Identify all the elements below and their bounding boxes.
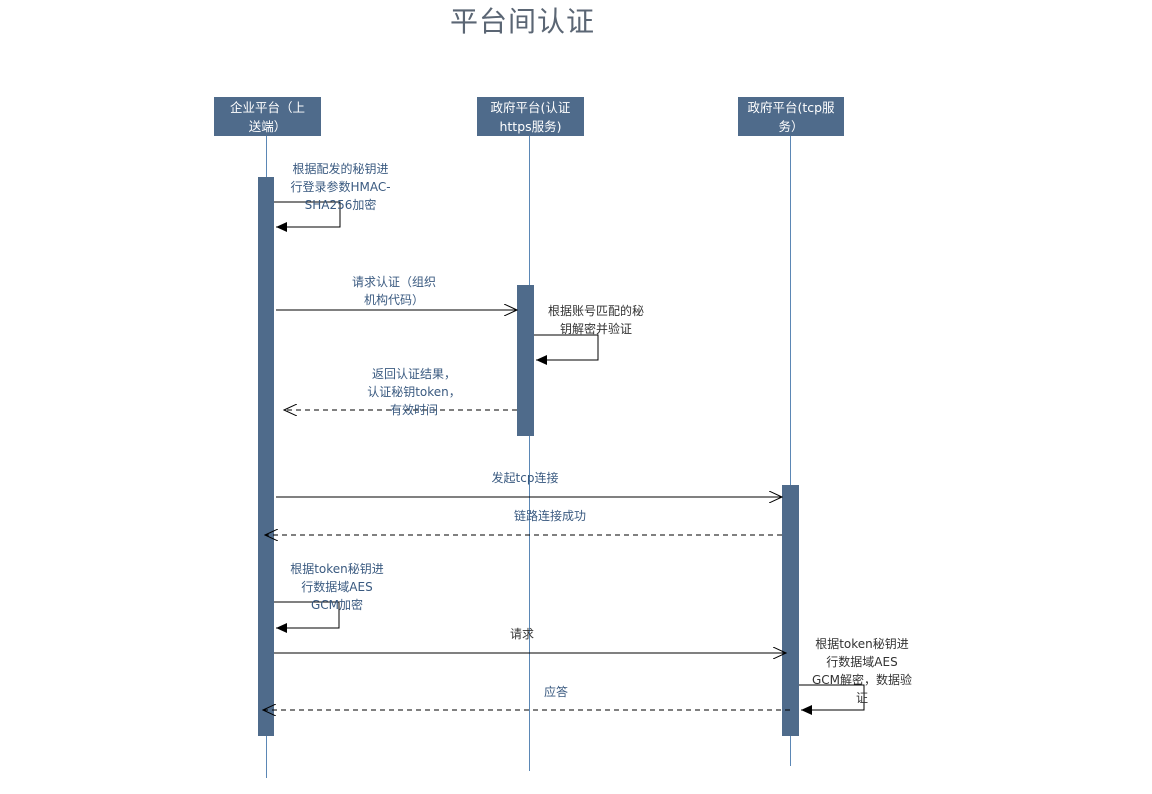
label-request: 请求 xyxy=(492,625,552,643)
activation-gov-auth xyxy=(517,285,534,436)
label-aes-decrypt-line-1: 根据token秘钥进 xyxy=(815,637,909,651)
label-decrypt-verify: 根据账号匹配的秘 钥解密并验证 xyxy=(538,302,654,338)
label-aes-encrypt-line-2: 行数据域AES xyxy=(301,580,373,594)
self-arrow-hmac xyxy=(274,201,341,232)
actor-gov-tcp-platform: 政府平台(tcp服 务） xyxy=(738,97,844,136)
label-auth-result-line-2: 认证秘钥token， xyxy=(367,385,461,399)
label-request-auth: 请求认证（组织 机构代码） xyxy=(340,273,448,309)
label-hmac-line-1: 根据配发的秘钥进 xyxy=(292,162,389,176)
label-decrypt-verify-line-1: 根据账号匹配的秘 xyxy=(547,304,644,318)
label-request-auth-line-1: 请求认证（组织 xyxy=(351,275,436,289)
label-auth-result-line-3: 有效时间 xyxy=(389,403,438,417)
label-aes-encrypt-line-3: GCM加密 xyxy=(310,598,364,612)
label-auth-result: 返回认证结果， 认证秘钥token， 有效时间 xyxy=(356,365,472,419)
actor-gov-auth-line-2: https服务) xyxy=(499,119,562,134)
label-request-auth-line-2: 机构代码） xyxy=(363,293,424,307)
activation-enterprise xyxy=(258,177,274,736)
label-link-connected: 链路连接成功 xyxy=(495,507,605,525)
actor-gov-auth-line-1: 政府平台(认证 xyxy=(490,100,571,115)
label-initiate-tcp-line-1: 发起tcp连接 xyxy=(491,471,559,485)
label-aes-decrypt: 根据token秘钥进 行数据域AES GCM解密，数据验 证 xyxy=(804,635,920,707)
label-aes-encrypt-line-1: 根据token秘钥进 xyxy=(290,562,384,576)
label-auth-result-line-1: 返回认证结果， xyxy=(371,367,456,381)
label-aes-decrypt-line-4: 证 xyxy=(855,691,868,705)
label-hmac-line-3: SHA256加密 xyxy=(304,198,377,212)
self-arrow-aes-decrypt xyxy=(799,684,865,715)
label-aes-decrypt-line-2: 行数据域AES xyxy=(826,655,898,669)
lifeline-gov-tcp xyxy=(790,136,791,766)
actor-enterprise-line-2: 送端） xyxy=(248,119,287,134)
page-title: 平台间认证 xyxy=(450,5,596,38)
label-aes-encrypt: 根据token秘钥进 行数据域AES GCM加密 xyxy=(282,560,392,614)
actor-gov-tcp-line-1: 政府平台(tcp服 xyxy=(747,100,835,115)
label-aes-decrypt-line-3: GCM解密，数据验 xyxy=(811,673,913,687)
label-hmac-encrypt: 根据配发的秘钥进 行登录参数HMAC- SHA256加密 xyxy=(283,160,398,214)
label-request-line-1: 请求 xyxy=(509,627,534,641)
label-response-line-1: 应答 xyxy=(543,685,568,699)
actor-gov-auth-platform: 政府平台(认证 https服务) xyxy=(477,97,584,136)
self-arrow-aes-encrypt xyxy=(274,601,340,633)
label-response: 应答 xyxy=(526,683,586,701)
actor-gov-tcp-line-2: 务） xyxy=(778,119,804,134)
label-hmac-line-2: 行登录参数HMAC- xyxy=(290,180,391,194)
label-decrypt-verify-line-2: 钥解密并验证 xyxy=(559,322,632,336)
self-arrow-verify xyxy=(534,334,599,365)
actor-enterprise-platform: 企业平台（上 送端） xyxy=(214,97,321,136)
label-initiate-tcp: 发起tcp连接 xyxy=(470,469,580,487)
actor-enterprise-line-1: 企业平台（上 xyxy=(229,100,305,115)
activation-gov-tcp xyxy=(782,485,799,736)
lifeline-gov-auth xyxy=(529,136,530,771)
label-link-connected-line-1: 链路连接成功 xyxy=(513,509,586,523)
